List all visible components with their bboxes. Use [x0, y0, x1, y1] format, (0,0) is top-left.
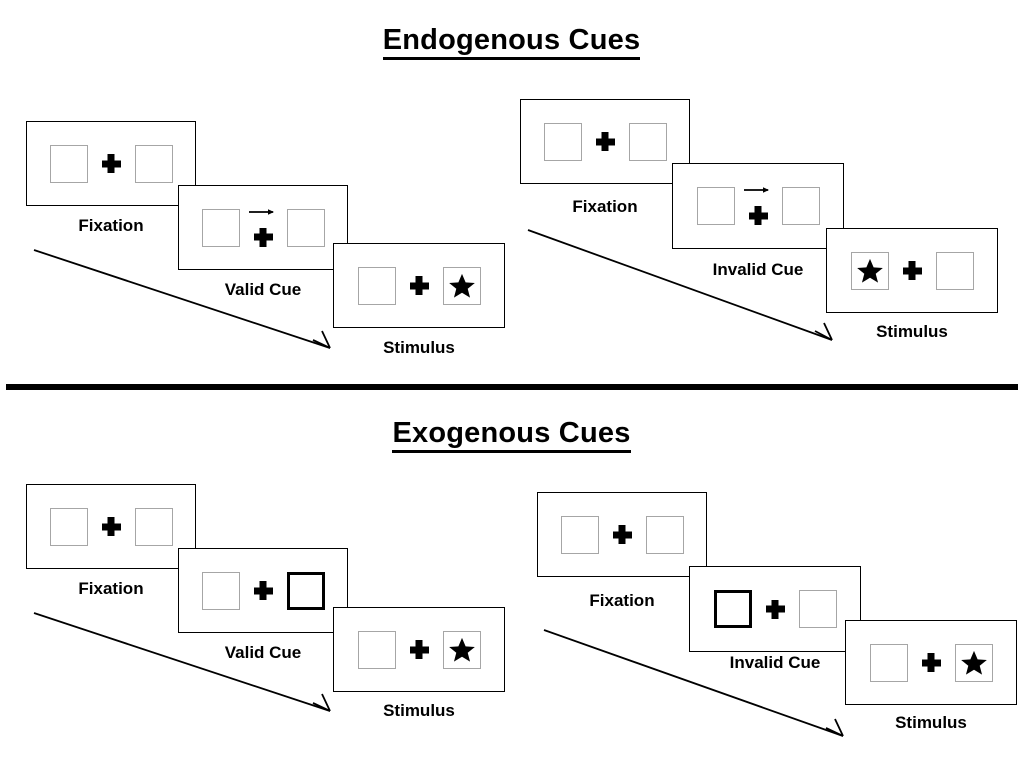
- star-icon: [856, 258, 883, 283]
- caption-endogenous-invalid-stimulus: Stimulus: [876, 322, 948, 341]
- panel-endogenous-invalid-cue: [672, 163, 844, 249]
- star-icon: [960, 650, 987, 675]
- caption-exogenous-valid-stimulus: Stimulus: [383, 701, 455, 720]
- caption-exogenous-valid-fixation: Fixation: [78, 579, 144, 598]
- star-icon: [448, 637, 475, 662]
- left-box: [49, 144, 88, 183]
- left-box: [49, 507, 88, 546]
- right-box: [645, 515, 684, 554]
- fixation-cross-icon: [410, 640, 429, 659]
- left-box-with-star: [850, 251, 889, 290]
- fixation-cross-icon: [613, 525, 632, 544]
- panel-exogenous-invalid-fixation: [537, 492, 707, 577]
- fixation-cross-icon: [922, 653, 941, 672]
- panel-exogenous-valid-fixation: [26, 484, 196, 569]
- right-box: [134, 144, 173, 183]
- panel-endogenous-invalid-fixation: [520, 99, 690, 184]
- fixation-cross-icon: [254, 581, 273, 600]
- caption-endogenous-invalid-fixation: Fixation: [572, 197, 638, 216]
- arrow-right-cue-icon: [744, 187, 769, 193]
- section-title-endogenous-text: Endogenous Cues: [382, 24, 641, 60]
- right-box: [781, 187, 820, 225]
- caption-exogenous-valid-cue: Valid Cue: [224, 643, 302, 662]
- panel-exogenous-valid-cue: [178, 548, 348, 633]
- left-box: [357, 266, 396, 305]
- left-box-cued: [713, 590, 752, 628]
- panel-endogenous-valid-fixation: [26, 121, 196, 206]
- section-divider: [6, 384, 1018, 390]
- cue-center-column: [744, 187, 769, 225]
- right-box: [134, 507, 173, 546]
- panel-exogenous-valid-stimulus: [333, 607, 505, 692]
- left-box: [560, 515, 599, 554]
- left-box: [696, 187, 735, 225]
- caption-endogenous-valid-fixation: Fixation: [78, 216, 144, 235]
- right-box: [628, 122, 667, 161]
- fixation-cross-icon: [766, 600, 785, 619]
- panel-exogenous-invalid-stimulus: [845, 620, 1017, 705]
- fixation-cross-icon: [596, 132, 615, 151]
- panel-endogenous-invalid-stimulus: [826, 228, 998, 313]
- fixation-cross-icon: [903, 261, 922, 280]
- right-box-with-star: [442, 266, 481, 305]
- fixation-cross-icon: [254, 228, 273, 247]
- fixation-cross-icon: [102, 154, 121, 173]
- right-box-with-star: [954, 643, 993, 682]
- arrow-right-cue-icon: [249, 208, 274, 215]
- caption-exogenous-invalid-cue: Invalid Cue: [729, 653, 821, 672]
- left-box: [201, 571, 240, 610]
- fixation-cross-icon: [102, 517, 121, 536]
- panel-endogenous-valid-stimulus: [333, 243, 505, 328]
- section-title-exogenous-text: Exogenous Cues: [392, 417, 631, 453]
- right-box: [798, 590, 837, 628]
- fixation-cross-icon: [410, 276, 429, 295]
- caption-endogenous-valid-cue: Valid Cue: [224, 280, 302, 299]
- left-box: [543, 122, 582, 161]
- caption-exogenous-invalid-stimulus: Stimulus: [895, 713, 967, 732]
- right-box-cued: [286, 571, 325, 610]
- star-icon: [448, 273, 475, 298]
- left-box: [869, 643, 908, 682]
- fixation-cross-icon: [749, 206, 768, 225]
- right-box: [935, 251, 974, 290]
- right-box: [286, 208, 325, 247]
- panel-endogenous-valid-cue: [178, 185, 348, 270]
- section-title-exogenous: Exogenous Cues: [0, 417, 1023, 453]
- cue-center-column: [249, 208, 274, 247]
- caption-endogenous-valid-stimulus: Stimulus: [383, 338, 455, 357]
- left-box: [201, 208, 240, 247]
- caption-exogenous-invalid-fixation: Fixation: [589, 591, 655, 610]
- caption-endogenous-invalid-cue: Invalid Cue: [712, 260, 804, 279]
- panel-exogenous-invalid-cue: [689, 566, 861, 652]
- section-title-endogenous: Endogenous Cues: [0, 24, 1023, 60]
- left-box: [357, 630, 396, 669]
- right-box-with-star: [442, 630, 481, 669]
